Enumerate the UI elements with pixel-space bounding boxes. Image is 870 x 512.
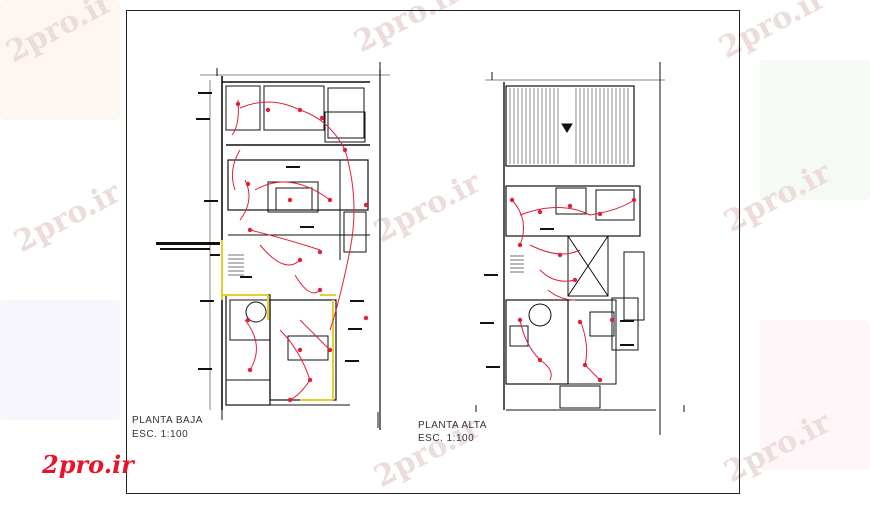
ground-floor-outlets xyxy=(235,101,369,403)
drawing-sheet-border xyxy=(126,10,740,494)
yellow-wall-lines xyxy=(221,240,336,401)
background-patch xyxy=(0,300,120,420)
upper-floor-electrical-circuits xyxy=(511,199,635,381)
ground-floor-annotations xyxy=(156,92,364,370)
upper-floor-annotations xyxy=(480,228,634,368)
background-patch xyxy=(0,0,120,120)
roof-hatching xyxy=(509,88,629,164)
dimension-ticks xyxy=(216,62,685,435)
ground-floor-title: PLANTA BAJA xyxy=(132,415,203,426)
ground-floor-electrical-circuits xyxy=(231,99,355,401)
background-patch xyxy=(760,60,870,200)
upper-floor-title: PLANTA ALTA xyxy=(418,420,487,431)
brand-logo: 2pro.ir xyxy=(42,450,134,479)
ground-floor-plan xyxy=(200,70,390,430)
ground-floor-scale: ESC. 1:100 xyxy=(132,429,189,440)
upper-floor-outlets xyxy=(509,197,637,383)
upper-floor-plan xyxy=(485,70,665,435)
background-patch xyxy=(760,320,870,470)
upper-floor-scale: ESC. 1:100 xyxy=(418,433,475,444)
